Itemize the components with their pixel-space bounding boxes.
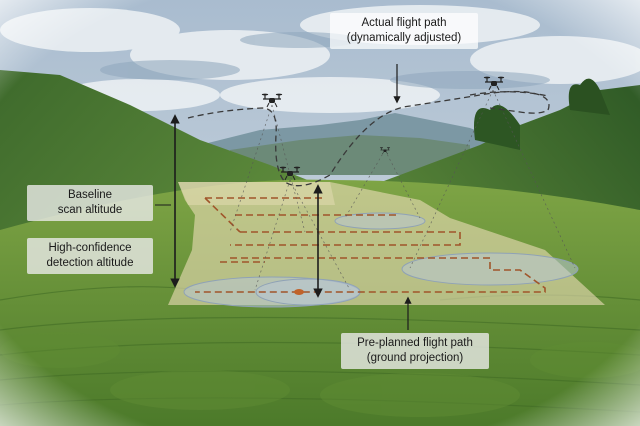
preplanned-label-line1: Pre-planned flight path <box>357 337 473 349</box>
baseline-label-line2: scan altitude <box>57 204 123 216</box>
high-confidence-label-line1: High-confidence <box>48 242 132 254</box>
high-confidence-label-line2: detection altitude <box>46 257 134 269</box>
preplanned-label: Pre-planned flight path (ground projecti… <box>341 333 489 369</box>
high-confidence-label: High-confidence detection altitude <box>27 238 153 274</box>
actual-path-label-line2: (dynamically adjusted) <box>346 32 462 44</box>
actual-path-label-line1: Actual flight path <box>361 17 447 29</box>
baseline-label: Baseline scan altitude <box>27 185 153 221</box>
baseline-label-line1: Baseline <box>67 189 113 201</box>
actual-path-label: Actual flight path (dynamically adjusted… <box>330 13 478 49</box>
preplanned-label-line2: (ground projection) <box>366 352 464 364</box>
